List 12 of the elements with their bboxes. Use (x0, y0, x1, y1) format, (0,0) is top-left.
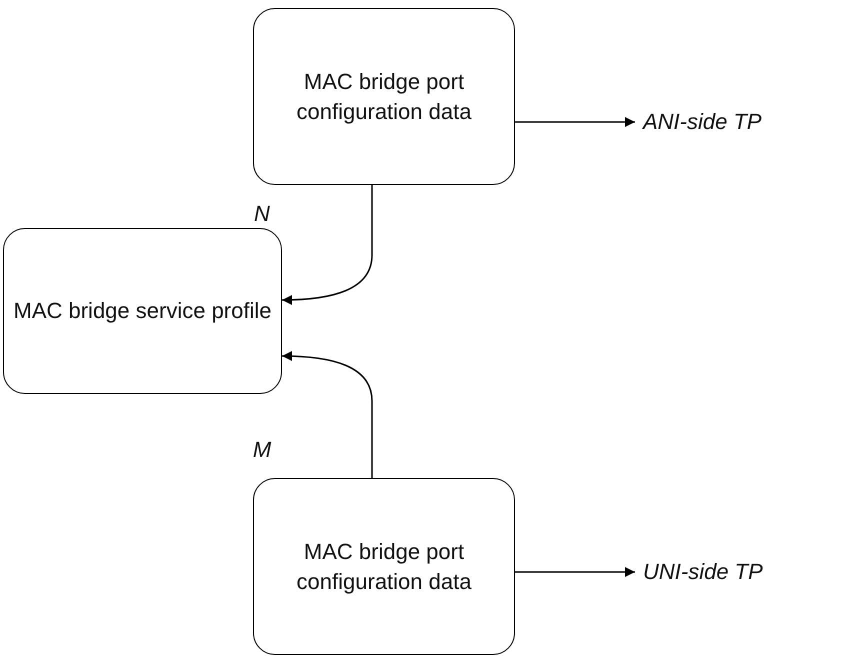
arrow (515, 117, 635, 127)
process-box (3, 228, 282, 394)
box-text: MAC bridge port configuration data (296, 68, 472, 126)
endpoint-label: ANI-side TP (643, 105, 823, 139)
endpoint-label: UNI-side TP (643, 555, 823, 589)
box-text: MAC bridge service profile (14, 297, 272, 326)
arrow (282, 185, 373, 305)
box-text: MAC bridge port configuration data (296, 538, 472, 596)
process-box (253, 478, 515, 655)
process-box (253, 8, 515, 185)
arrow (515, 567, 635, 577)
arrow (282, 351, 373, 478)
